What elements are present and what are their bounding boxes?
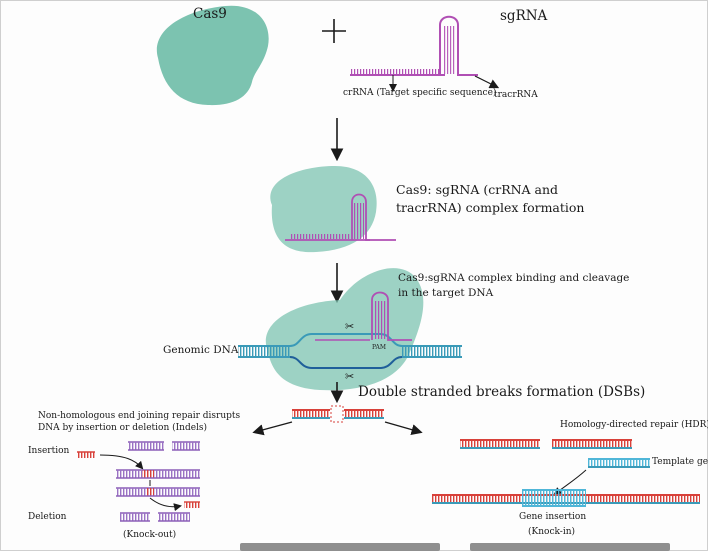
- genomic-dna-label: Genomic DNA: [163, 344, 239, 356]
- hdr-broken-dna: [460, 439, 632, 449]
- crrna-label: crRNA (Target specific sequence): [343, 88, 497, 98]
- insertion-arrow: [99, 454, 144, 470]
- sgrna-label: sgRNA: [500, 8, 548, 24]
- tracrrna-pointer: [474, 75, 500, 89]
- knockin-label: (Knock-in): [528, 527, 576, 537]
- scrollbar-thumb-left[interactable]: [240, 543, 440, 551]
- cas9-complex-shape: [270, 166, 377, 253]
- arrow-to-nhej: [252, 421, 293, 436]
- template-gene-label: Template gene: [652, 457, 708, 467]
- dsb-dna: [292, 405, 384, 423]
- nhej-line1: Non-homologous end joining repair disrup…: [38, 411, 241, 421]
- hdr-label: Homology-directed repair (HDR): [560, 420, 708, 430]
- gene-insertion-label: Gene insertion: [519, 512, 587, 522]
- complex-sgrna: [285, 193, 396, 241]
- knockin-dna: [432, 489, 700, 507]
- binding-line2: in the target DNA: [398, 287, 494, 299]
- pam-label: PAM: [372, 344, 386, 351]
- genomic-dna: [238, 291, 462, 369]
- cas9-protein-shape: [156, 5, 269, 106]
- deletion-label: Deletion: [28, 512, 67, 522]
- complex-formation-line1: Cas9: sgRNA (crRNA and: [396, 182, 559, 197]
- cas9-label: Cas9: [193, 6, 227, 22]
- nhej-insertion-strand: [77, 441, 200, 458]
- knockout-label: (Knock-out): [123, 530, 177, 540]
- insertion-label: Insertion: [28, 446, 70, 456]
- scissors-icon-top: ✂: [345, 321, 354, 333]
- scrollbar-thumb-right[interactable]: [470, 543, 670, 551]
- cas9-binding-shape: [265, 268, 424, 391]
- tracrrna-label: tracrRNA: [494, 90, 538, 100]
- template-gene-strand: [588, 458, 650, 468]
- sgrna-structure: [350, 15, 478, 76]
- dsb-label: Double stranded breaks formation (DSBs): [358, 384, 646, 400]
- deletion-arrow: [149, 497, 182, 512]
- plus-icon: [322, 19, 346, 43]
- nhej-result-strands: [116, 469, 200, 522]
- binding-line1: Cas9:sgRNA complex binding and cleavage: [398, 272, 630, 284]
- scissors-icon-bottom: ✂: [345, 371, 354, 383]
- nhej-line2: DNA by insertion or deletion (Indels): [38, 423, 208, 433]
- complex-formation-line2: tracrRNA) complex formation: [396, 200, 585, 215]
- arrow-to-hdr: [384, 421, 423, 436]
